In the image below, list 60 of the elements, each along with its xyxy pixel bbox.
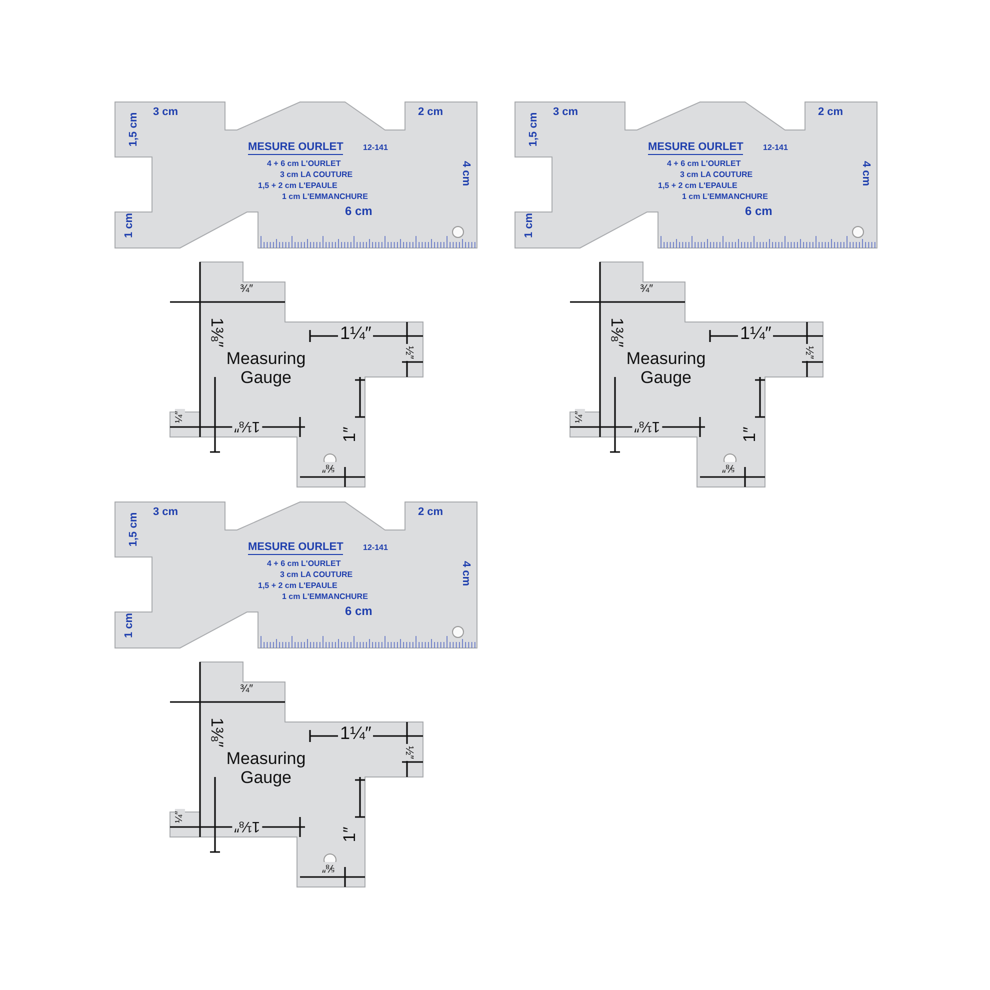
measurement-label: 1¼″ [338,724,374,742]
measurement-label: 1⅛″ [232,819,262,834]
measurement-label: 1⅛″ [232,419,262,434]
instruction-text: 4 + 6 cm L'OURLET [267,160,341,168]
instruction-text: 1 cm L'EMMANCHURE [682,193,768,201]
instruction-text: 4 + 6 cm L'OURLET [667,160,741,168]
measurement-label: ¼″ [174,809,185,825]
measurement-label: 2 cm [418,507,444,518]
measurement-label: 1 cm [524,212,536,238]
measurement-label: ¾″ [238,684,256,695]
gauge-title: MESURE OURLET [248,542,344,555]
measurement-label: 1⅜″ [608,316,626,350]
instruction-text: 1,5 + 2 cm L'EPAULE [658,182,738,190]
measurement-label: 2 cm [418,107,444,118]
measurement-label: 1 cm [124,612,136,638]
measurement-label: ⅝″ [720,462,738,473]
measurement-label: 3 cm [153,107,178,118]
model-number: 12-141 [363,144,388,152]
instruction-text: 3 cm LA COUTURE [280,571,353,579]
instruction-text: 3 cm LA COUTURE [280,171,353,179]
gauge-title: Measuring Gauge [225,750,307,788]
measurement-label: 4 cm [460,560,472,586]
measurement-label: 2 cm [818,107,844,118]
measurement-label: 6 cm [345,205,372,217]
measurement-label: 1,5 cm [128,112,140,147]
measurement-label: 3 cm [553,107,578,118]
gauge-title: MESURE OURLET [248,142,344,155]
gauge-title: MESURE OURLET [648,142,744,155]
gauge-title: Measuring Gauge [625,350,707,388]
measurement-label: 1¼″ [738,324,774,342]
measurement-label: 1,5 cm [128,512,140,547]
measurement-label: 1,5 cm [528,112,540,147]
instruction-text: 1,5 + 2 cm L'EPAULE [258,582,338,590]
instruction-text: 1 cm L'EMMANCHURE [282,193,368,201]
measurement-label: ⅝″ [320,462,338,473]
measurement-label: ½″ [803,344,814,362]
measurement-label: 6 cm [745,205,772,217]
model-number: 12-141 [363,544,388,552]
measurement-label: ½″ [403,344,414,362]
measurement-label: 1⅜″ [208,316,226,350]
measurement-label: 1 cm [124,212,136,238]
instruction-text: 4 + 6 cm L'OURLET [267,560,341,568]
measurement-label: 1¼″ [338,324,374,342]
measurement-label: 6 cm [345,605,372,617]
instruction-text: 3 cm LA COUTURE [680,171,753,179]
measurement-label: 4 cm [860,160,872,186]
measurement-label: 3 cm [153,507,178,518]
measurement-label: ¾″ [638,284,656,295]
measurement-label: 1⅛″ [632,419,662,434]
measurement-label: ½″ [403,744,414,762]
gauge-title: Measuring Gauge [225,350,307,388]
measurement-label: ¼″ [174,409,185,425]
instruction-text: 1,5 + 2 cm L'EPAULE [258,182,338,190]
instruction-text: 1 cm L'EMMANCHURE [282,593,368,601]
measurement-label: 1⅜″ [208,716,226,750]
measurement-label: ¾″ [238,284,256,295]
measurement-label: ¼″ [574,409,585,425]
model-number: 12-141 [763,144,788,152]
measurement-label: 4 cm [460,160,472,186]
measurement-label: ⅝″ [320,862,338,873]
